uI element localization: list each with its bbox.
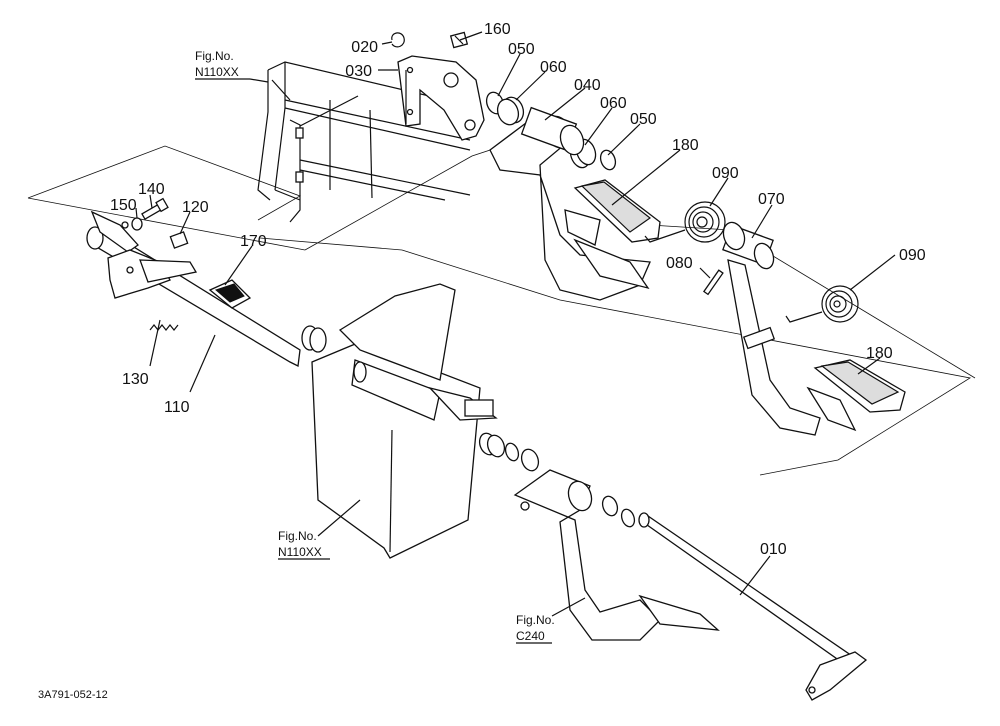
bushings-upper: [485, 91, 617, 171]
callout-030: 030: [345, 63, 372, 80]
callout-120: 120: [182, 199, 209, 216]
figure-ref-top-left: Fig.No. N110XX: [195, 49, 269, 83]
callout-020: 020: [351, 39, 378, 56]
callout-170: 170: [240, 233, 267, 250]
pedal-arm-070: [722, 221, 857, 436]
upper-frame: [257, 61, 481, 223]
callout-110: 110: [164, 399, 190, 416]
callout-010: 010: [760, 541, 787, 558]
callout-080: 080: [666, 255, 693, 272]
pin-080: [702, 269, 724, 296]
pedal-pad-180-upper: [573, 179, 661, 243]
figure-ref-top-left-line2: N110XX: [195, 65, 239, 79]
callout-160: 160: [484, 21, 511, 38]
shaft-010: [638, 512, 868, 701]
callout-180-upper: 180: [672, 137, 699, 154]
callout-070: 070: [758, 191, 785, 208]
callout-140: 140: [138, 181, 165, 198]
callout-050-upper: 050: [508, 41, 535, 58]
bracket-030: [397, 55, 485, 141]
callout-040: 040: [574, 77, 601, 94]
washer-150: [131, 217, 143, 231]
lever-assembly: [86, 210, 301, 367]
callout-150: 150: [110, 197, 137, 214]
bushings-lower: [478, 432, 540, 472]
figure-ref-middle: Fig.No. N110XX: [278, 529, 330, 560]
spring-090-upper: [644, 201, 726, 243]
callout-180-lower: 180: [866, 345, 893, 362]
callout-090-lower: 090: [899, 247, 926, 264]
callout-060-lower: 060: [600, 95, 627, 112]
figure-ref-middle-line1: Fig.No.: [278, 529, 317, 543]
bolt-140: [141, 197, 169, 220]
middle-plate: [301, 283, 498, 559]
callout-090-upper: 090: [712, 165, 739, 182]
callout-050-lower: 050: [630, 111, 657, 128]
figure-ref-bottom-line2: C240: [516, 629, 545, 643]
pedal-arm-lower: [513, 469, 720, 641]
callout-130: 130: [122, 371, 149, 388]
leader-lines: [135, 31, 896, 617]
figure-ref-bottom-line1: Fig.No.: [516, 613, 555, 627]
figure-ref-middle-line2: N110XX: [278, 545, 322, 559]
callout-060-upper: 060: [540, 59, 567, 76]
pedal-arm-040: [489, 106, 651, 301]
nut-120: [169, 231, 189, 249]
drawing-code: 3A791-052-12: [38, 689, 108, 701]
pedal-pad-180-lower: [813, 359, 906, 413]
callouts: 020 030 160 050 060 040 060 050 180 090 …: [110, 21, 926, 558]
clip-020: [391, 32, 405, 48]
panel-outlines: [27, 131, 976, 476]
figure-ref-top-left-line1: Fig.No.: [195, 49, 234, 63]
figure-ref-bottom: Fig.No. C240: [516, 613, 555, 644]
bolt-160: [449, 31, 469, 49]
spring-090-lower: [785, 285, 859, 323]
spring-130: [149, 324, 179, 331]
